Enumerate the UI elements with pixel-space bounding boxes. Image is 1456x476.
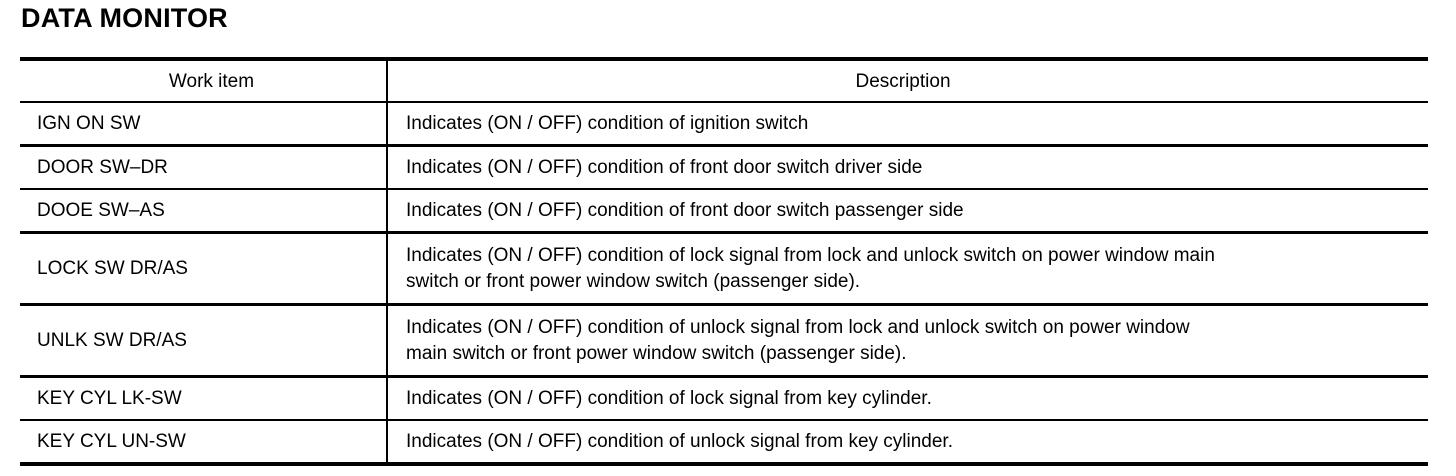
column-header-work-item: Work item — [20, 57, 388, 103]
table-row: DOOE SW–AS Indicates (ON / OFF) conditio… — [20, 189, 1428, 234]
work-item-cell: DOOE SW–AS — [20, 189, 388, 234]
description-line: Indicates (ON / OFF) condition of front … — [406, 200, 964, 221]
table-row: LOCK SW DR/AS Indicates (ON / OFF) condi… — [20, 232, 1428, 306]
table-row: DOOR SW–DR Indicates (ON / OFF) conditio… — [20, 145, 1428, 190]
description-cell: Indicates (ON / OFF) condition of front … — [387, 145, 1428, 190]
table-row: UNLK SW DR/AS Indicates (ON / OFF) condi… — [20, 304, 1428, 378]
description-cell: Indicates (ON / OFF) condition of igniti… — [387, 102, 1428, 147]
work-item-cell: KEY CYL LK-SW — [20, 376, 388, 421]
description-cell: Indicates (ON / OFF) condition of front … — [387, 189, 1428, 234]
data-monitor-table: Work item Description IGN ON SW Indicate… — [20, 57, 1428, 466]
description-line: Indicates (ON / OFF) condition of igniti… — [406, 113, 809, 134]
work-item-cell: UNLK SW DR/AS — [20, 304, 388, 378]
description-line: switch or front power window switch (pas… — [406, 270, 861, 292]
description-cell: Indicates (ON / OFF) condition of unlock… — [387, 420, 1428, 466]
description-cell: Indicates (ON / OFF) condition of lock s… — [387, 232, 1428, 306]
column-header-description: Description — [387, 57, 1428, 103]
description-line: Indicates (ON / OFF) condition of lock s… — [406, 388, 932, 409]
description-line: Indicates (ON / OFF) condition of unlock… — [406, 431, 953, 452]
page-title: DATA MONITOR — [21, 3, 228, 33]
description-line: Indicates (ON / OFF) condition of front … — [406, 157, 923, 178]
table-header-row: Work item Description — [20, 57, 1428, 103]
description-line: Indicates (ON / OFF) condition of unlock… — [406, 316, 1190, 338]
table-row: KEY CYL UN-SW Indicates (ON / OFF) condi… — [20, 420, 1428, 466]
table-row: IGN ON SW Indicates (ON / OFF) condition… — [20, 102, 1428, 147]
work-item-cell: IGN ON SW — [20, 102, 388, 147]
work-item-cell: LOCK SW DR/AS — [20, 232, 388, 306]
description-cell: Indicates (ON / OFF) condition of lock s… — [387, 376, 1428, 421]
table-body: IGN ON SW Indicates (ON / OFF) condition… — [20, 102, 1428, 466]
description-line: Indicates (ON / OFF) condition of lock s… — [406, 244, 1215, 266]
work-item-cell: KEY CYL UN-SW — [20, 420, 388, 466]
table-row: KEY CYL LK-SW Indicates (ON / OFF) condi… — [20, 376, 1428, 421]
work-item-cell: DOOR SW–DR — [20, 145, 388, 190]
description-line: main switch or front power window switch… — [406, 342, 907, 364]
table-header: Work item Description — [20, 57, 1428, 103]
description-cell: Indicates (ON / OFF) condition of unlock… — [387, 304, 1428, 378]
